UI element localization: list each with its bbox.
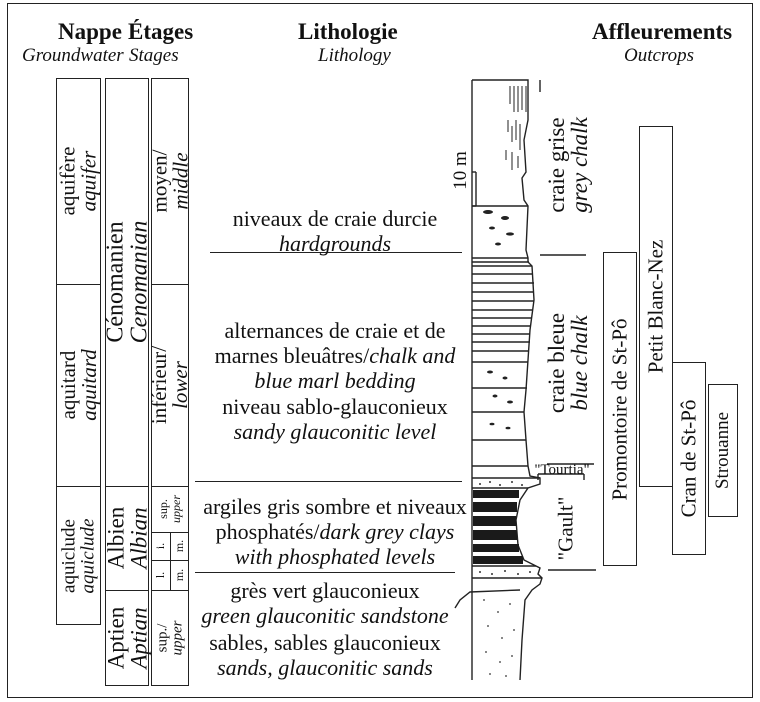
gault-label: "Gault" — [546, 488, 586, 568]
outcrop-strouanne-text: Strouanne — [708, 384, 738, 517]
outcrop-cran-text: Cran de St-Pô — [672, 362, 706, 555]
scale-label: 10 m — [440, 140, 480, 200]
outcrop-petit-blanc-nez-text: Petit Blanc-Nez — [639, 126, 673, 487]
outcrop-promontoire-text: Promontoire de St-Pô — [603, 252, 637, 566]
tourtia-label: "Tourtia" — [532, 462, 592, 479]
